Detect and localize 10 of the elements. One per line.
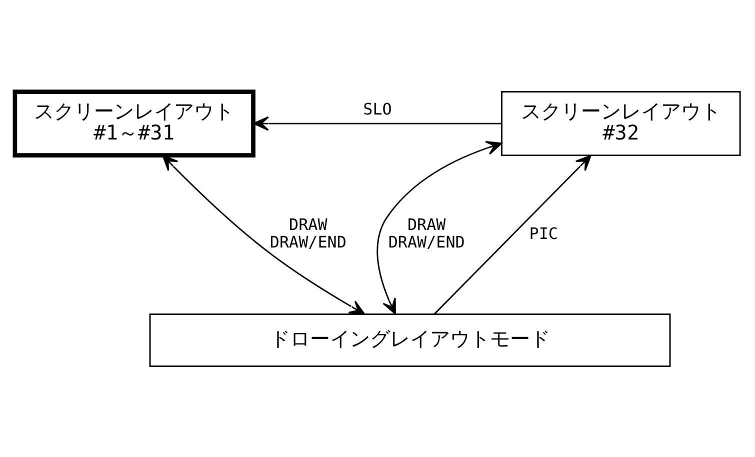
- node-box: スクリーンレイアウト #1～#31: [12, 89, 256, 157]
- edge-label: SLO: [363, 99, 392, 118]
- edge-label: PIC: [529, 223, 558, 242]
- edge-label: DRAW DRAW/END: [388, 214, 465, 251]
- node-box: スクリーンレイアウト #32: [501, 90, 741, 156]
- edge-label: DRAW DRAW/END: [270, 214, 346, 251]
- node-box: ドローイングレイアウトモード: [149, 313, 671, 366]
- arrow: [253, 116, 502, 130]
- arrow: [376, 140, 502, 314]
- arrow: [434, 154, 592, 314]
